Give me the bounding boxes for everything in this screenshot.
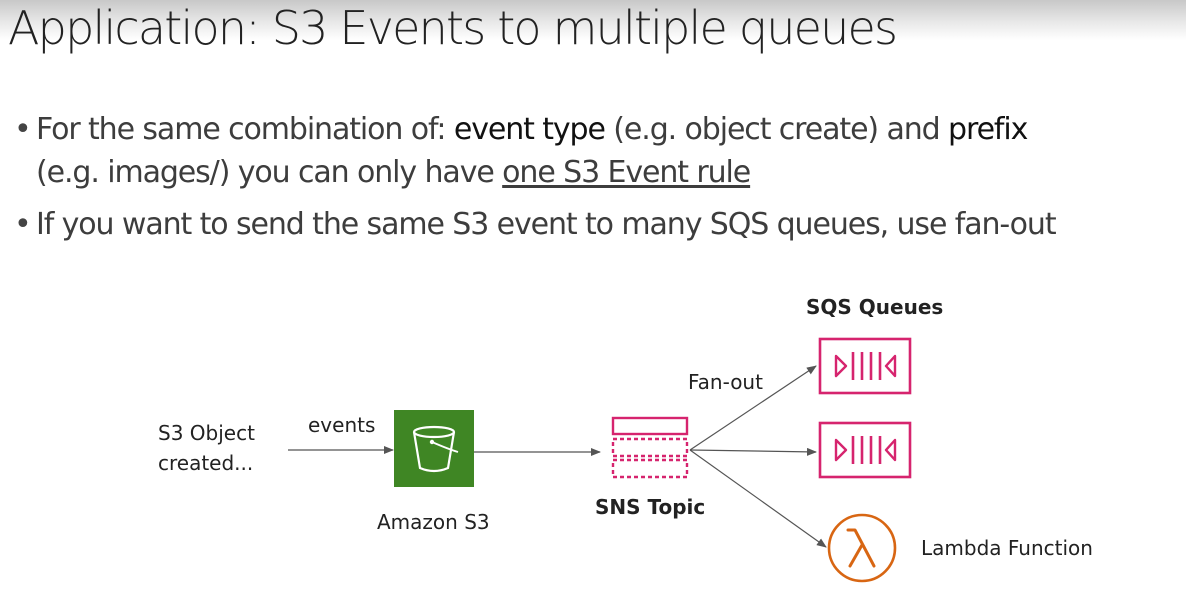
sns-label: SNS Topic bbox=[595, 495, 706, 519]
bullet-list: For the same combination of: event type … bbox=[14, 108, 1174, 255]
sqs-label: SQS Queues bbox=[806, 295, 944, 319]
lambda-icon bbox=[827, 513, 897, 583]
sqs-queue-icon bbox=[818, 337, 912, 395]
sns-to-lambda-arrow bbox=[689, 449, 827, 548]
bullet-emphasis: event type bbox=[453, 112, 606, 147]
bullet-emphasis: prefix bbox=[948, 112, 1028, 147]
bullet-underlined: one S3 Event rule bbox=[502, 155, 751, 190]
source-label: S3 Object created... bbox=[158, 418, 255, 478]
bullet-item: For the same combination of: event type … bbox=[14, 108, 1174, 194]
events-label: events bbox=[308, 413, 376, 437]
sns-topic-icon bbox=[611, 416, 689, 479]
fanout-label: Fan-out bbox=[688, 370, 763, 394]
sns-to-sqs1-arrow bbox=[689, 365, 817, 451]
s3-bucket-icon bbox=[394, 410, 474, 487]
lambda-label: Lambda Function bbox=[921, 536, 1093, 560]
bullet-text: (e.g. object create) and bbox=[604, 112, 949, 147]
s3-label: Amazon S3 bbox=[377, 510, 490, 534]
sqs-queue-icon bbox=[818, 421, 912, 479]
bullet-text: If you want to send the same S3 event to… bbox=[36, 207, 1057, 242]
source-label-line: S3 Object bbox=[158, 421, 255, 445]
bullet-text: (e.g. images/) you can only have bbox=[36, 155, 503, 190]
bullet-item: If you want to send the same S3 event to… bbox=[14, 203, 1174, 246]
sns-to-sqs2-arrow bbox=[689, 447, 817, 456]
title-band bbox=[0, 0, 1186, 40]
bullet-text: For the same combination of: bbox=[36, 112, 454, 147]
source-label-line: created... bbox=[158, 451, 254, 475]
slide-title: Application: S3 Events to multiple queue… bbox=[8, 1, 898, 55]
